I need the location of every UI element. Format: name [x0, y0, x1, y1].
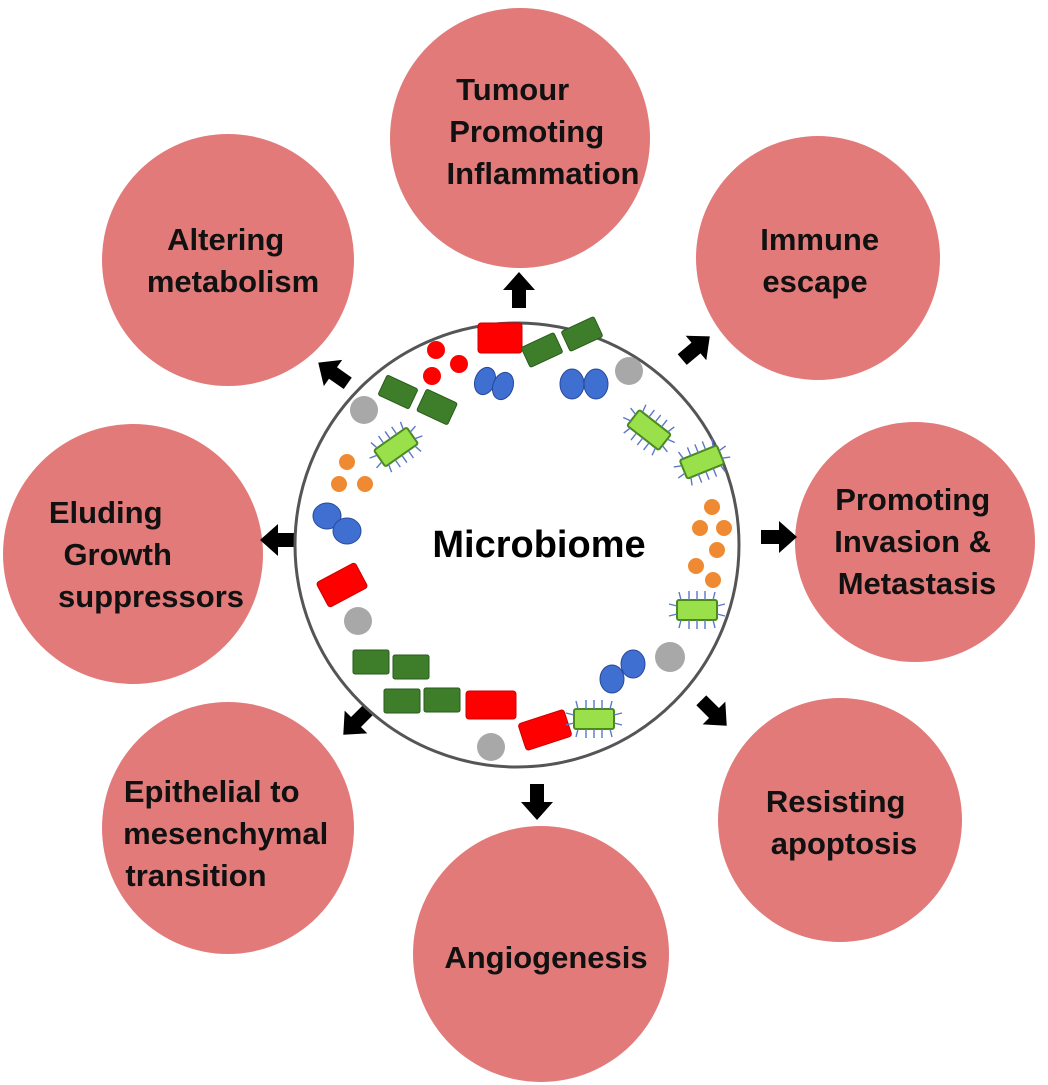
arrows	[260, 272, 797, 820]
hallmark-circle-epithelial-mesenchymal-transition	[102, 702, 354, 954]
hallmark-label-line: Resisting	[766, 784, 906, 819]
arrow-left-icon	[260, 524, 296, 556]
hallmark-circles	[3, 8, 1035, 1082]
hallmark-label-line: Growth	[63, 537, 172, 572]
hallmark-label-line: suppressors	[58, 579, 244, 614]
grey-cell-icon	[615, 357, 643, 385]
red-coccus-icon	[423, 367, 441, 385]
blue-diplococcus-icon	[312, 502, 362, 545]
flagellated-bacillus-icon	[673, 438, 731, 486]
arrow-up-right-icon	[677, 335, 710, 365]
dark-green-rod-bacterium-icon	[392, 654, 430, 680]
blue-diplococcus-icon	[559, 368, 609, 400]
flagellated-bacillus-icon	[668, 591, 726, 629]
svg-text:Eluding Growth sup: Eluding Growth suppressors	[49, 495, 244, 614]
red-rod-bacterium-icon	[316, 562, 368, 608]
hallmark-circle-angiogenesis	[413, 826, 669, 1082]
hallmark-label-line: Epithelial to	[124, 774, 300, 809]
red-coccus-icon	[450, 355, 468, 373]
arrow-down-left-icon	[343, 704, 374, 735]
arrow-up-icon	[503, 272, 535, 308]
blue-diplococcus-icon	[473, 366, 515, 401]
hallmark-label-line: Altering	[167, 222, 284, 257]
dark-green-rod-bacterium-icon	[521, 332, 563, 368]
svg-text:Promoting Invasion &: Promoting Invasion & Metastasis	[834, 482, 999, 601]
dark-green-rod-bacterium-icon	[352, 649, 390, 675]
hallmark-labels: Tumour Promoting Inflammation Immune esc…	[49, 72, 999, 975]
grey-cell-icon	[344, 607, 372, 635]
red-coccus-icon	[427, 341, 445, 359]
hallmark-circle-resisting-apoptosis	[718, 698, 962, 942]
svg-text:Resisting apoptosis: Resisting apoptosis	[766, 784, 917, 861]
svg-text:Tumour Promoting I: Tumour Promoting Inflammation	[447, 72, 640, 191]
hallmark-circle-tumour-promoting-inflammation	[390, 8, 650, 268]
hallmark-label-line: Metastasis	[838, 566, 997, 601]
hallmark-label-line: Eluding	[49, 495, 163, 530]
dark-green-rod-bacterium-icon	[378, 375, 418, 409]
arrow-down-right-icon	[696, 695, 727, 726]
flagellated-bacillus-icon	[565, 700, 623, 738]
svg-text:Epithelial to mesenchyma: Epithelial to mesenchymal transition	[123, 774, 337, 893]
flagellated-bacillus-icon	[369, 421, 423, 473]
hallmark-label-line: metabolism	[147, 264, 319, 299]
hallmark-label-line: escape	[762, 264, 867, 299]
svg-text:Immune escape: Immune escape	[760, 222, 887, 299]
hallmark-label-line: Invasion &	[834, 524, 991, 559]
hallmark-label-line: transition	[125, 858, 266, 893]
hallmark-label-line: Inflammation	[447, 156, 640, 191]
grey-cell-icon	[350, 396, 378, 424]
hallmark-circle-promoting-invasion-metastasis	[795, 422, 1035, 662]
hallmark-label-line: Angiogenesis	[444, 940, 647, 975]
hallmark-circle-eluding-growth-suppressors	[3, 424, 263, 684]
flagellated-bacillus-icon	[622, 404, 676, 456]
orange-cocci-cluster-icon	[331, 454, 373, 492]
red-rod-bacterium-icon	[465, 690, 517, 720]
hallmark-circle-altering-metabolism	[102, 134, 354, 386]
svg-text:Altering metabolism: Altering metabolism	[147, 222, 319, 299]
hallmark-circle-immune-escape	[696, 136, 940, 380]
hallmark-label-line: Promoting	[835, 482, 990, 517]
blue-diplococcus-icon	[599, 649, 646, 694]
dark-green-rod-bacterium-icon	[561, 316, 603, 352]
hallmark-label-line: apoptosis	[771, 826, 917, 861]
hallmark-label-line: mesenchymal	[123, 816, 328, 851]
red-rod-bacterium-icon	[518, 709, 572, 751]
hallmark-label-line: Tumour	[456, 72, 569, 107]
svg-text:Angiogenesis: Angiogenesis	[444, 940, 647, 975]
red-rod-bacterium-icon	[477, 322, 523, 354]
grey-cell-icon	[655, 642, 685, 672]
dark-green-rod-bacterium-icon	[423, 687, 461, 713]
arrow-down-icon	[521, 784, 553, 820]
hallmark-label-line: Promoting	[449, 114, 604, 149]
center-label: Microbiome	[432, 524, 645, 566]
hallmark-label-line: Immune	[760, 222, 879, 257]
arrow-right-icon	[761, 521, 797, 553]
microbes	[312, 316, 732, 761]
dark-green-rod-bacterium-icon	[383, 688, 421, 714]
dark-green-rod-bacterium-icon	[416, 389, 458, 425]
grey-cell-icon	[477, 733, 505, 761]
arrow-up-left-icon	[318, 359, 352, 390]
orange-cocci-cluster-icon	[688, 499, 732, 588]
